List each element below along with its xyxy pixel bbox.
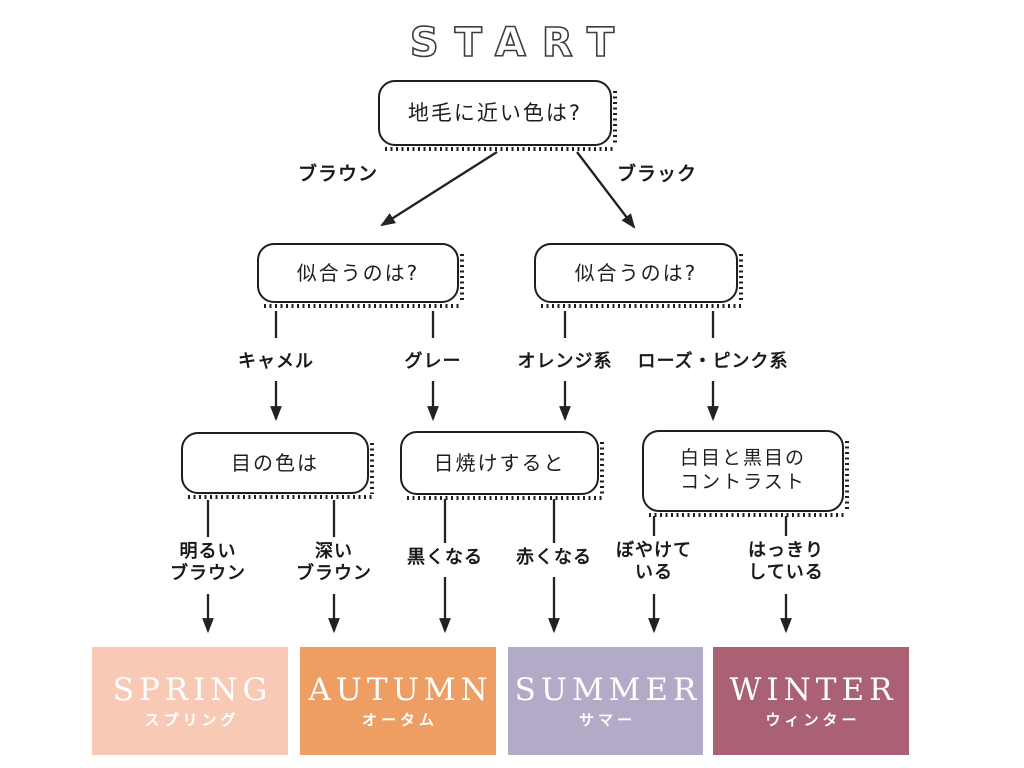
start-heading: START (409, 19, 631, 67)
edge-label-distinct: はっきり している (748, 540, 824, 583)
edge-label-brown: ブラウン (297, 163, 379, 185)
season-card-autumn: AUTUMN オータム (300, 647, 496, 755)
edge-label-gets-dark: 黒くなる (405, 547, 485, 569)
edge-label-orange: オレンジ系 (517, 351, 613, 372)
node-eye-color: 目の色は (181, 432, 374, 499)
season-name: WINTER (729, 671, 898, 708)
node-tan-reaction: 日焼けすると (400, 431, 604, 500)
season-name-jp: ウィンター (765, 710, 861, 729)
season-name: SUMMER (514, 671, 702, 708)
edge-label-camel: キャメル (238, 351, 314, 372)
edge-label-gets-red: 赤くなる (514, 547, 594, 569)
edge-label-light-brown: 明るい ブラウン (170, 541, 246, 584)
season-name-jp: スプリング (144, 710, 240, 729)
season-card-winter: WINTER ウィンター (713, 647, 909, 755)
edge-label-blurry: ぼやけて いる (616, 540, 692, 583)
season-name: SPRING (112, 671, 273, 708)
edge-label-deep-brown: 深い ブラウン (296, 541, 372, 584)
edge-label-rose-pink: ローズ・ピンク系 (637, 351, 789, 372)
node-eye-contrast: 白目と黒目の コントラスト (642, 430, 849, 517)
edge-label-black: ブラック (616, 163, 698, 185)
node-suits-right: 似合うのは? (534, 243, 743, 308)
season-name-jp: サマー (578, 710, 636, 729)
season-card-summer: SUMMER サマー (508, 647, 703, 755)
arrow-root-to-suits-right (576, 151, 636, 229)
arrow-root-to-suits-left (380, 151, 498, 227)
season-name-jp: オータム (361, 710, 438, 729)
node-suits-left: 似合うのは? (257, 243, 464, 308)
node-natural-hair-color: 地毛に近い色は? (378, 80, 617, 151)
edge-label-gray: グレー (404, 351, 462, 372)
season-name: AUTUMN (308, 671, 493, 708)
season-card-spring: SPRING スプリング (92, 647, 288, 755)
